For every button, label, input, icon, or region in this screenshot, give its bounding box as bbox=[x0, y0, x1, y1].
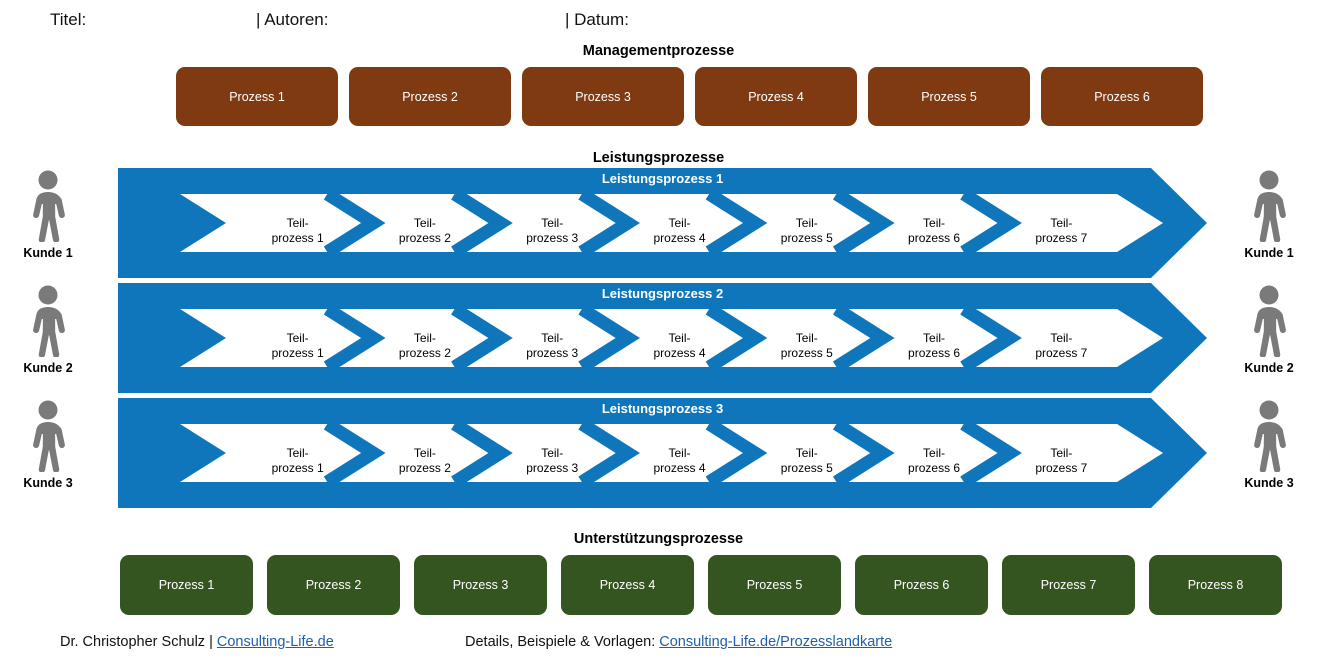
process-box-label: Prozess 2 bbox=[305, 578, 362, 592]
customer-left-1: Kunde 1 bbox=[0, 170, 96, 260]
chevron-separator-icon bbox=[832, 188, 895, 258]
chevron-separator-icon bbox=[578, 418, 641, 488]
person-icon bbox=[1254, 285, 1286, 357]
chevron-separator-icon bbox=[578, 303, 641, 373]
process-box-label: Prozess 4 bbox=[748, 89, 804, 104]
support-process-box-6[interactable]: Prozess 6 bbox=[855, 555, 988, 615]
support-process-row: Prozess 1 Prozess 2 Prozess 3 Prozess 4 Proz… bbox=[120, 555, 1282, 615]
process-box-label: Prozess 6 bbox=[893, 578, 950, 592]
chevron-separator-icon bbox=[705, 303, 768, 373]
customer-label: Kunde 3 bbox=[1244, 476, 1294, 490]
chevron-separator-icon bbox=[323, 418, 386, 488]
document-meta-line: Titel: | Autoren: | Datum: bbox=[0, 10, 1317, 38]
meta-title-label: Titel: bbox=[50, 10, 87, 29]
chevron-separator-icon bbox=[832, 303, 895, 373]
management-process-box-6[interactable]: Prozess 6 bbox=[1041, 67, 1203, 126]
management-process-box-1[interactable]: Prozess 1 bbox=[176, 67, 338, 126]
management-process-box-5[interactable]: Prozess 5 bbox=[868, 67, 1030, 126]
chevron-separator-icon bbox=[578, 188, 641, 258]
process-box-label: Prozess 1 bbox=[158, 578, 215, 592]
chevron-separator-icon bbox=[323, 303, 386, 373]
chevron-separator-icon bbox=[451, 303, 513, 373]
person-icon bbox=[33, 400, 65, 472]
chevron-separator-icon bbox=[705, 188, 768, 258]
person-icon bbox=[1254, 170, 1286, 242]
person-icon bbox=[1254, 400, 1286, 472]
customer-label: Kunde 1 bbox=[1244, 246, 1294, 260]
process-box-label: Prozess 4 bbox=[599, 578, 656, 592]
customer-label: Kunde 3 bbox=[23, 476, 73, 490]
band-graphic bbox=[118, 398, 1207, 508]
band-graphic bbox=[118, 168, 1207, 278]
customer-label: Kunde 1 bbox=[23, 246, 73, 260]
support-process-box-3[interactable]: Prozess 3 bbox=[414, 555, 547, 615]
support-process-box-7[interactable]: Prozess 7 bbox=[1002, 555, 1135, 615]
chevron-separator-icon bbox=[451, 418, 513, 488]
management-section-caption: Managementprozesse bbox=[582, 43, 735, 59]
footer-author-link[interactable]: Consulting-Life.de bbox=[216, 634, 334, 650]
chevron-separator-icon bbox=[323, 188, 386, 258]
chevron-separator-icon bbox=[960, 188, 1022, 258]
meta-date-label: | Datum: bbox=[565, 10, 629, 29]
meta-authors-label: | Autoren: bbox=[256, 10, 329, 29]
process-box-label: Prozess 1 bbox=[229, 89, 285, 104]
management-process-box-4[interactable]: Prozess 4 bbox=[695, 67, 857, 126]
chevron-separator-icon bbox=[960, 303, 1022, 373]
process-box-label: Prozess 7 bbox=[1040, 578, 1097, 592]
customer-left-2: Kunde 2 bbox=[0, 285, 96, 375]
support-process-box-1[interactable]: Prozess 1 bbox=[120, 555, 253, 615]
management-process-row: Prozess 1 Prozess 2 Prozess 3 Prozess 4 Proz… bbox=[176, 67, 1203, 126]
support-process-box-5[interactable]: Prozess 5 bbox=[708, 555, 841, 615]
band-body bbox=[118, 398, 1207, 508]
footer-detail-link[interactable]: Consulting-Life.de/Prozesslandkarte bbox=[659, 634, 893, 650]
management-process-box-2[interactable]: Prozess 2 bbox=[349, 67, 511, 126]
customer-label: Kunde 2 bbox=[1244, 361, 1294, 375]
footer-detail-text: Details, Beispiele & Vorlagen: bbox=[465, 634, 660, 650]
core-section-caption: Leistungsprozesse bbox=[592, 150, 725, 166]
footer-author: Dr. Christopher Schulz | Consulting-Life… bbox=[60, 634, 334, 650]
customer-label: Kunde 2 bbox=[23, 361, 73, 375]
footer-detail: Details, Beispiele & Vorlagen: Consultin… bbox=[465, 634, 892, 650]
person-icon bbox=[33, 285, 65, 357]
support-process-box-4[interactable]: Prozess 4 bbox=[561, 555, 694, 615]
process-box-label: Prozess 2 bbox=[402, 89, 458, 104]
process-box-label: Prozess 3 bbox=[575, 89, 631, 104]
customer-right-1: Kunde 1 bbox=[1221, 170, 1317, 260]
process-box-label: Prozess 6 bbox=[1094, 89, 1150, 104]
support-process-box-2[interactable]: Prozess 2 bbox=[267, 555, 400, 615]
band-graphic bbox=[118, 283, 1207, 393]
chevron-separator-icon bbox=[960, 418, 1022, 488]
process-box-label: Prozess 5 bbox=[921, 89, 977, 104]
support-process-box-8[interactable]: Prozess 8 bbox=[1149, 555, 1282, 615]
support-section-caption: Unterstützungsprozesse bbox=[573, 531, 744, 547]
band-body bbox=[118, 168, 1207, 278]
chevron-separator-icon bbox=[832, 418, 895, 488]
customer-right-2: Kunde 2 bbox=[1221, 285, 1317, 375]
customer-right-3: Kunde 3 bbox=[1221, 400, 1317, 490]
chevron-separator-icon bbox=[451, 188, 513, 258]
process-box-label: Prozess 8 bbox=[1187, 578, 1244, 592]
process-box-label: Prozess 5 bbox=[746, 578, 803, 592]
footer-author-text: Dr. Christopher Schulz | bbox=[60, 634, 217, 650]
band-body bbox=[118, 283, 1207, 393]
footer: Dr. Christopher Schulz | Consulting-Life… bbox=[0, 634, 1317, 664]
chevron-separator-icon bbox=[705, 418, 768, 488]
customer-left-3: Kunde 3 bbox=[0, 400, 96, 490]
person-icon bbox=[33, 170, 65, 242]
management-process-box-3[interactable]: Prozess 3 bbox=[522, 67, 684, 126]
process-box-label: Prozess 3 bbox=[452, 578, 509, 592]
